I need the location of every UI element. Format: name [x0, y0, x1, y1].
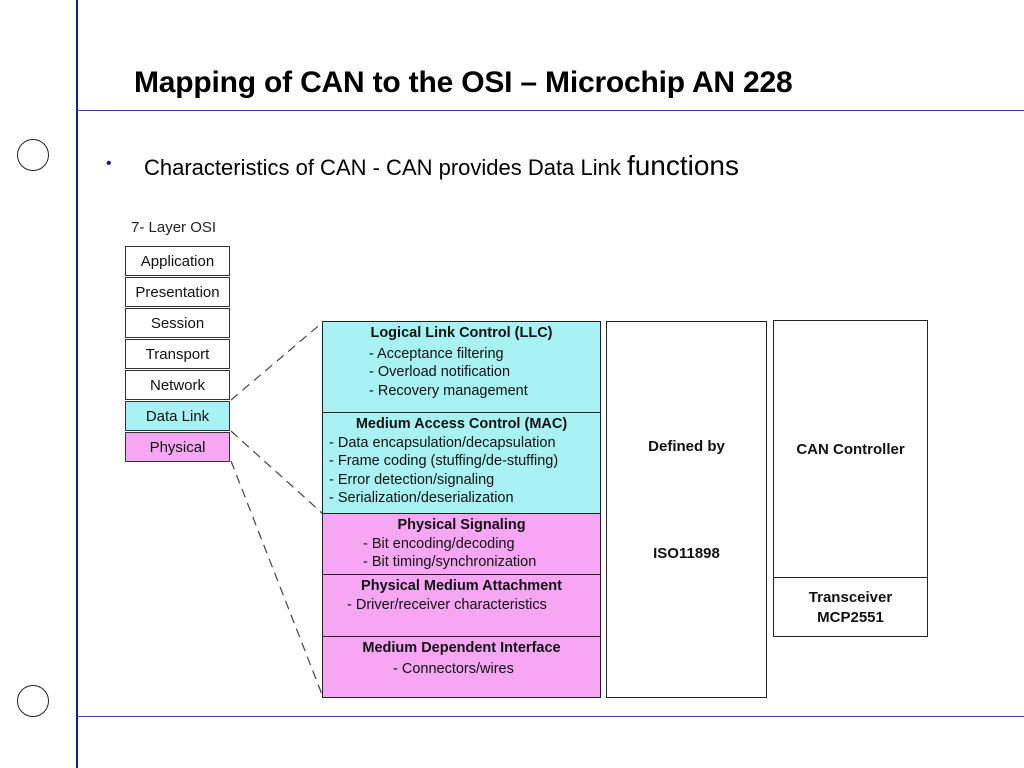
transceiver-label: Transceiver [808, 589, 893, 606]
top-circle-ornament [17, 139, 49, 171]
mac-item: - Serialization/deserialization [329, 490, 514, 506]
mac-block: Medium Access Control (MAC) - Data encap… [322, 412, 601, 514]
mac-item: - Data encapsulation/decapsulation [329, 434, 556, 451]
connector-datalink-top [230, 321, 324, 401]
transceiver-part-number: MCP2551 [817, 609, 884, 626]
llc-item: - Recovery management [369, 382, 528, 399]
can-controller-label: CAN Controller [796, 441, 905, 458]
defined-by-box: Defined by ISO11898 [606, 321, 767, 698]
mdi-title: Medium Dependent Interface [362, 640, 561, 656]
physical-signaling-title: Physical Signaling [397, 517, 526, 533]
osi-layer-application: Application [125, 246, 230, 276]
top-horizontal-rule [76, 110, 1024, 111]
left-vertical-rule [76, 0, 78, 768]
bottom-circle-ornament [17, 685, 49, 717]
transceiver-box: Transceiver MCP2551 [773, 577, 928, 637]
llc-item: - Overload notification [369, 364, 511, 380]
iso-standard-label: ISO11898 [653, 545, 720, 562]
mdi-block: Medium Dependent Interface - Connectors/… [322, 636, 601, 698]
osi-heading: 7- Layer OSI [131, 219, 217, 236]
pma-item: - Driver/receiver characteristics [347, 596, 547, 613]
defined-by-label: Defined by [648, 438, 725, 455]
bottom-horizontal-rule [76, 716, 1024, 717]
pma-title: Physical Medium Attachment [361, 578, 562, 594]
osi-layer-data-link: Data Link [125, 401, 230, 431]
physical-signaling-item: - Bit timing/synchronization [363, 554, 537, 570]
connector-datalink-bottom [230, 430, 324, 515]
mdi-item: - Connectors/wires [393, 660, 514, 677]
mac-item: - Error detection/signaling [329, 471, 495, 488]
osi-layer-session: Session [125, 308, 230, 338]
llc-item: - Acceptance filtering [369, 345, 504, 362]
physical-signaling-item: - Bit encoding/decoding [363, 535, 515, 552]
llc-block: Logical Link Control (LLC) - Acceptance … [322, 321, 601, 413]
bullet-text-emphasis: functions [626, 150, 740, 181]
connector-physical-bottom [230, 460, 324, 698]
slide-title: Mapping of CAN to the OSI – Microchip AN… [134, 66, 793, 99]
bullet-marker: • [106, 155, 112, 172]
bullet-text: Characteristics of CAN - CAN provides Da… [144, 150, 739, 182]
can-controller-box: CAN Controller [773, 320, 928, 578]
osi-layer-transport: Transport [125, 339, 230, 369]
osi-layer-presentation: Presentation [125, 277, 230, 307]
osi-layer-network: Network [125, 370, 230, 400]
physical-signaling-block: Physical Signaling - Bit encoding/decodi… [322, 513, 601, 575]
mac-item: - Frame coding (stuffing/de-stuffing) [329, 453, 559, 469]
llc-title: Logical Link Control (LLC) [370, 325, 553, 341]
mac-title: Medium Access Control (MAC) [355, 416, 568, 432]
bullet-text-main: Characteristics of CAN - CAN provides Da… [144, 155, 627, 180]
pma-block: Physical Medium Attachment - Driver/rece… [322, 574, 601, 637]
osi-layer-physical: Physical [125, 432, 230, 462]
